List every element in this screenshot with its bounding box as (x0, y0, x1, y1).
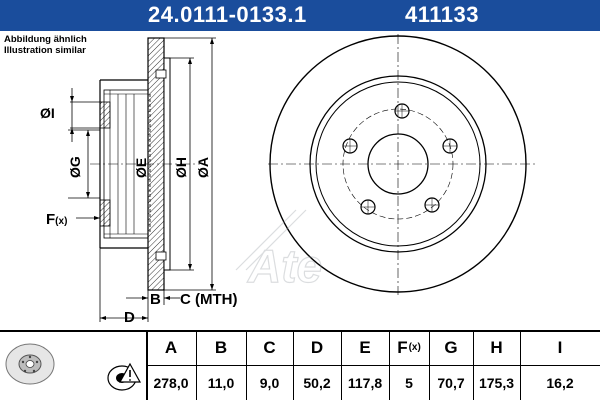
dim-label-F: F(x) (46, 211, 67, 228)
spec-header-label: C (263, 337, 276, 357)
spec-header-label: H (490, 337, 503, 357)
spec-header-sub: (x) (408, 342, 421, 353)
illustration-note-german: Abbildung ähnlich (4, 34, 87, 45)
spec-header-label: I (557, 337, 563, 357)
table-left-border (146, 330, 148, 400)
spec-value-I: 16,2 (546, 374, 574, 391)
table-column-divider (196, 330, 197, 400)
spec-header-B: B (196, 330, 246, 365)
svg-text:Ate: Ate (247, 240, 322, 292)
title-bar: 24.0111-0133.1 411133 (0, 0, 600, 31)
spec-header-row: A B C D E F(x) G H I (0, 330, 600, 365)
spec-header-H: H (473, 330, 520, 365)
dim-label-C: C (MTH) (180, 291, 237, 308)
bolt-hole-section-bottom (99, 199, 111, 227)
spec-value-F: 5 (405, 374, 413, 391)
spec-value-E: 117,8 (347, 374, 383, 391)
spec-header-E: E (341, 330, 389, 365)
spec-header-I: I (520, 330, 600, 365)
table-column-divider (429, 330, 430, 400)
spec-header-A: A (146, 330, 196, 365)
spec-header-label: G (444, 337, 458, 357)
part-number: 24.0111-0133.1 (148, 2, 307, 27)
center-bore (367, 133, 429, 195)
dimension-arrows (70, 38, 214, 320)
dim-label-E: ØE (133, 158, 149, 178)
spec-value-B: 11,0 (207, 374, 235, 391)
spec-value-H: 175,3 (478, 374, 515, 391)
table-column-divider (389, 330, 390, 400)
bolt-hole-section-top (99, 101, 111, 129)
table-column-divider (341, 330, 342, 400)
dim-label-H: ØH (173, 157, 189, 178)
disc-cross-section (90, 37, 200, 291)
table-column-divider (520, 330, 521, 400)
spec-value-G: 70,7 (437, 374, 465, 391)
dim-label-D: D (124, 309, 135, 326)
spec-header-C: C (246, 330, 293, 365)
spec-header-F: F(x) (389, 330, 429, 365)
table-column-divider (246, 330, 247, 400)
dimension-lines (68, 37, 216, 322)
disc-warning-icon (107, 362, 142, 391)
spec-header-label: D (310, 337, 324, 357)
disc-hat-edge (309, 75, 487, 253)
table-column-divider (293, 330, 294, 400)
brake-disc-thumbnail-icon (5, 343, 55, 385)
spec-value-D: 50,2 (303, 374, 331, 391)
spec-header-label: F (397, 337, 408, 357)
technical-drawing: ØI ØG ØE ØH ØA F(x) B C (MTH) D (40, 34, 535, 326)
disc-outer-edge (269, 35, 527, 293)
spec-values-row: 278,0 11,0 9,0 50,2 117,8 5 70,7 175,3 16,2 (0, 365, 600, 400)
spec-header-label: E (359, 337, 371, 357)
table-mid-border (146, 365, 600, 366)
spec-value-C: 9,0 (259, 374, 280, 391)
spec-header-G: G (429, 330, 473, 365)
dim-label-G: ØG (67, 156, 83, 178)
dim-label-A: ØA (195, 157, 211, 178)
illustration-note-english: Illustration similar (4, 45, 86, 56)
spec-table: A B C D E F(x) G H I 278,0 11,0 9,0 50,2 117,8 5 70,7 1… (0, 330, 600, 400)
spec-header-label: A (164, 337, 178, 357)
article-code: 411133 (405, 2, 479, 27)
spec-header-label: B (214, 337, 228, 357)
table-top-border (0, 330, 600, 332)
spec-header-D: D (293, 330, 341, 365)
disc-front-view (268, 34, 535, 295)
ate-watermark-logo: Ate (235, 209, 323, 293)
dim-label-I: ØI (40, 105, 55, 121)
table-column-divider (473, 330, 474, 400)
dim-label-B: B (150, 291, 161, 308)
spec-value-A: 278,0 (153, 374, 189, 391)
